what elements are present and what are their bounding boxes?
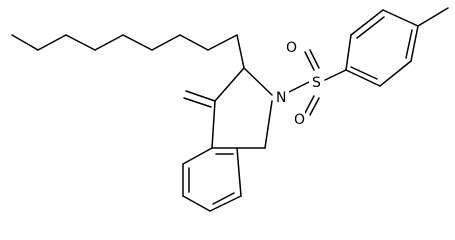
heterocycle-ring (211, 67, 273, 149)
molecule-canvas: N S O O (11, 7, 449, 212)
methylene-double-bond (183, 90, 216, 108)
structure-drawing: N S O O (11, 7, 449, 212)
oxygen-bottom-atom-label: O (294, 112, 305, 128)
benzene-ring (182, 147, 242, 212)
oxygen-top-atom-label: O (286, 40, 297, 56)
methyl-group (417, 7, 449, 27)
sulfur-atom-label: S (312, 75, 321, 91)
octyl-chain (11, 34, 245, 69)
sulfonyl-group (288, 49, 347, 116)
nitrogen-atom-label: N (276, 90, 286, 106)
tolyl-ring (345, 9, 419, 87)
atom-labels: N S O O (273, 39, 323, 128)
